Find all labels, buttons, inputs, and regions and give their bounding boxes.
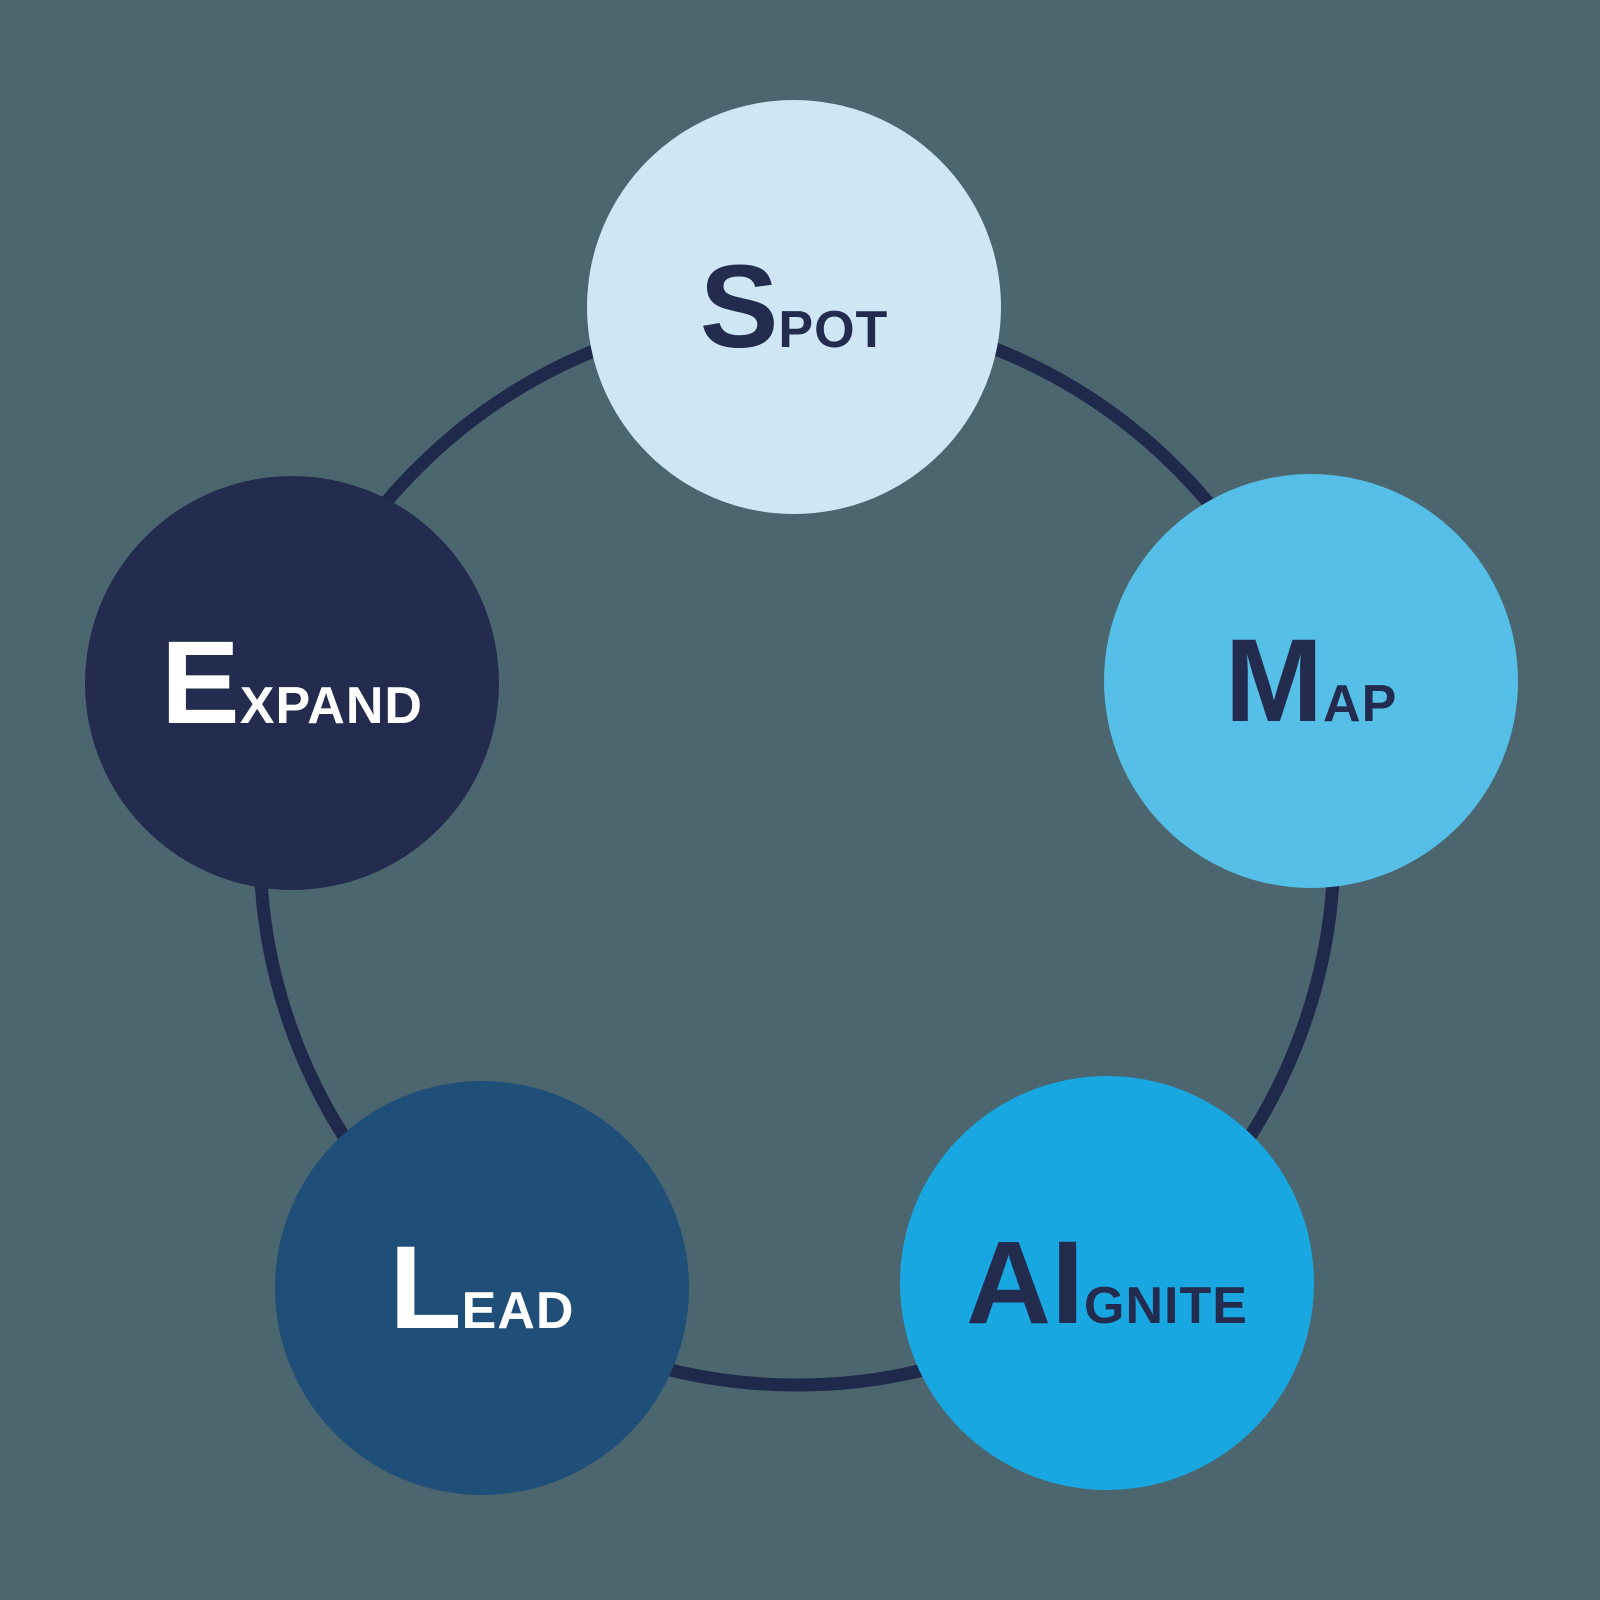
node-map-label-initial: M [1224,615,1324,747]
node-expand-circle: EXPAND [85,476,499,890]
node-spot-circle: SPOT [587,100,1001,514]
node-aignite-label: AIGNITE [966,1224,1248,1342]
node-spot-label-initial: S [699,241,779,373]
node-expand-label-initial: E [161,617,240,749]
node-map-label: MAP [1225,622,1398,740]
node-expand-label-rest: XPAND [239,677,423,735]
node-expand-label: EXPAND [161,624,423,742]
node-aignite-label-initial: AI [966,1217,1085,1349]
node-aignite-circle: AIGNITE [900,1076,1314,1490]
node-spot-label-rest: POT [778,301,889,359]
node-map-label-rest: AP [1323,675,1398,733]
node-lead-label-initial: L [389,1222,462,1354]
node-lead-label-rest: EAD [461,1282,575,1340]
node-aignite-label-rest: GNITE [1084,1277,1248,1335]
node-lead-label: LEAD [390,1229,575,1347]
node-spot-label: SPOT [700,248,889,366]
node-lead-circle: LEAD [275,1081,689,1495]
node-map-circle: MAP [1104,474,1518,888]
